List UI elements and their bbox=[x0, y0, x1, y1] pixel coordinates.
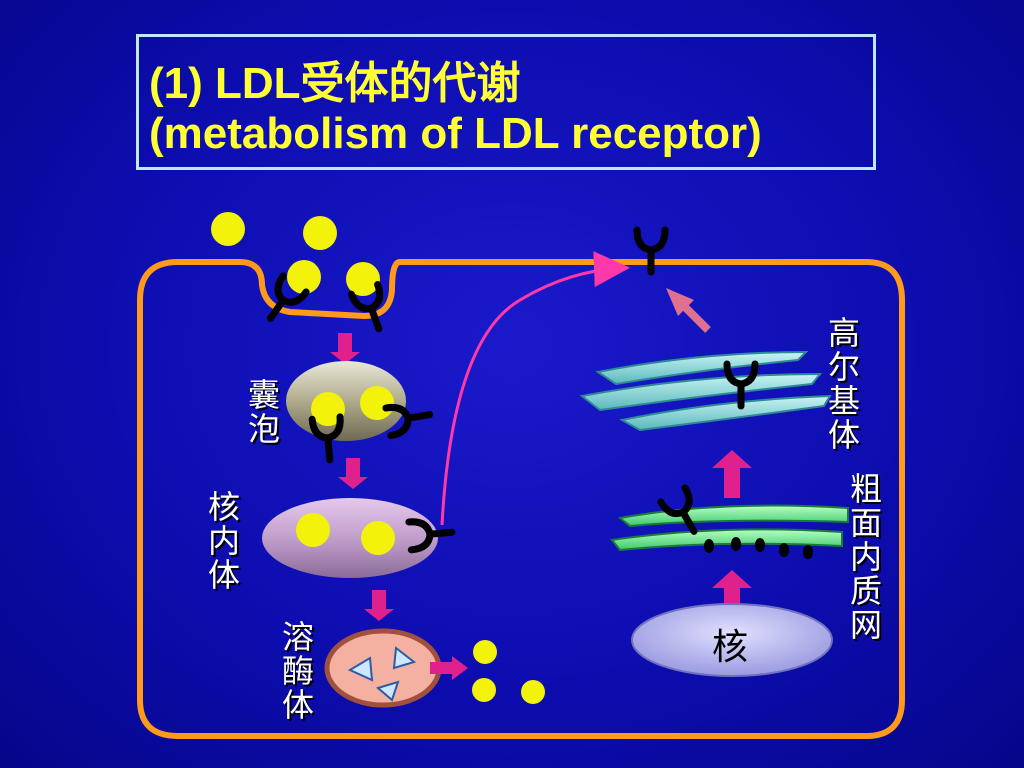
arrow-head bbox=[330, 352, 360, 364]
lysosome bbox=[324, 628, 442, 708]
arrow-head bbox=[338, 477, 368, 489]
endosome bbox=[262, 498, 438, 578]
arrow-head bbox=[364, 609, 394, 621]
ldl-particle-icon bbox=[472, 678, 496, 702]
arrow-stem bbox=[681, 303, 711, 333]
arrow-stem bbox=[430, 662, 454, 674]
rer-cisterna bbox=[610, 528, 843, 552]
arrow-head bbox=[712, 570, 752, 588]
golgi-cisterna bbox=[579, 372, 823, 412]
cell-membrane bbox=[137, 259, 905, 739]
ldl-particle-icon bbox=[473, 640, 497, 664]
arrow-head bbox=[452, 656, 468, 680]
ldl-particle-icon bbox=[211, 212, 245, 246]
arrow-stem bbox=[346, 458, 360, 478]
ribosome-dot bbox=[779, 543, 789, 557]
arrow-stem bbox=[724, 466, 740, 498]
label-golgi: 高尔基体 bbox=[827, 314, 860, 454]
ldl-particle-icon bbox=[360, 386, 394, 420]
ribosome-dot bbox=[704, 539, 714, 553]
ldl-particle-icon bbox=[296, 513, 330, 547]
rer-cisterna bbox=[617, 504, 849, 528]
nucleus bbox=[631, 603, 833, 677]
ldl-particle-icon bbox=[361, 521, 395, 555]
ldl-receptor-icon bbox=[637, 230, 665, 272]
golgi-cisterna bbox=[619, 394, 832, 432]
arrow-head bbox=[712, 450, 752, 468]
label-nucleus: 核 bbox=[711, 627, 748, 668]
arrow-head bbox=[666, 288, 694, 316]
ldl-particle-icon bbox=[303, 216, 337, 250]
label-rer: 粗面内质网 bbox=[849, 470, 882, 644]
label-endosome: 核内体 bbox=[207, 488, 240, 594]
ribosome-dot bbox=[755, 538, 765, 552]
label-vesicle: 囊泡 bbox=[247, 376, 280, 448]
golgi-cisterna bbox=[595, 350, 809, 386]
ribosome-dot bbox=[731, 537, 741, 551]
enzyme-triangle-icon bbox=[375, 680, 400, 702]
enzyme-triangle-icon bbox=[392, 646, 417, 670]
arrow-stem bbox=[338, 333, 352, 353]
label-lysosome: 溶酶体 bbox=[281, 618, 314, 724]
enzyme-triangle-icon bbox=[347, 656, 374, 682]
ldl-particle-icon bbox=[521, 680, 545, 704]
ldl-particle-icon bbox=[287, 260, 321, 294]
recycle-arrow bbox=[440, 251, 630, 526]
ldl-particle-icon bbox=[346, 262, 380, 296]
ldl-particle-icon bbox=[311, 392, 345, 426]
ribosome-dot bbox=[803, 545, 813, 559]
arrow-stem bbox=[372, 590, 386, 610]
title-line2: (metabolism of LDL receptor) bbox=[149, 109, 762, 158]
title-line1: (1) LDL受体的代谢 bbox=[149, 59, 521, 108]
title-box: (1) LDL受体的代谢 (metabolism of LDL receptor… bbox=[136, 34, 876, 170]
